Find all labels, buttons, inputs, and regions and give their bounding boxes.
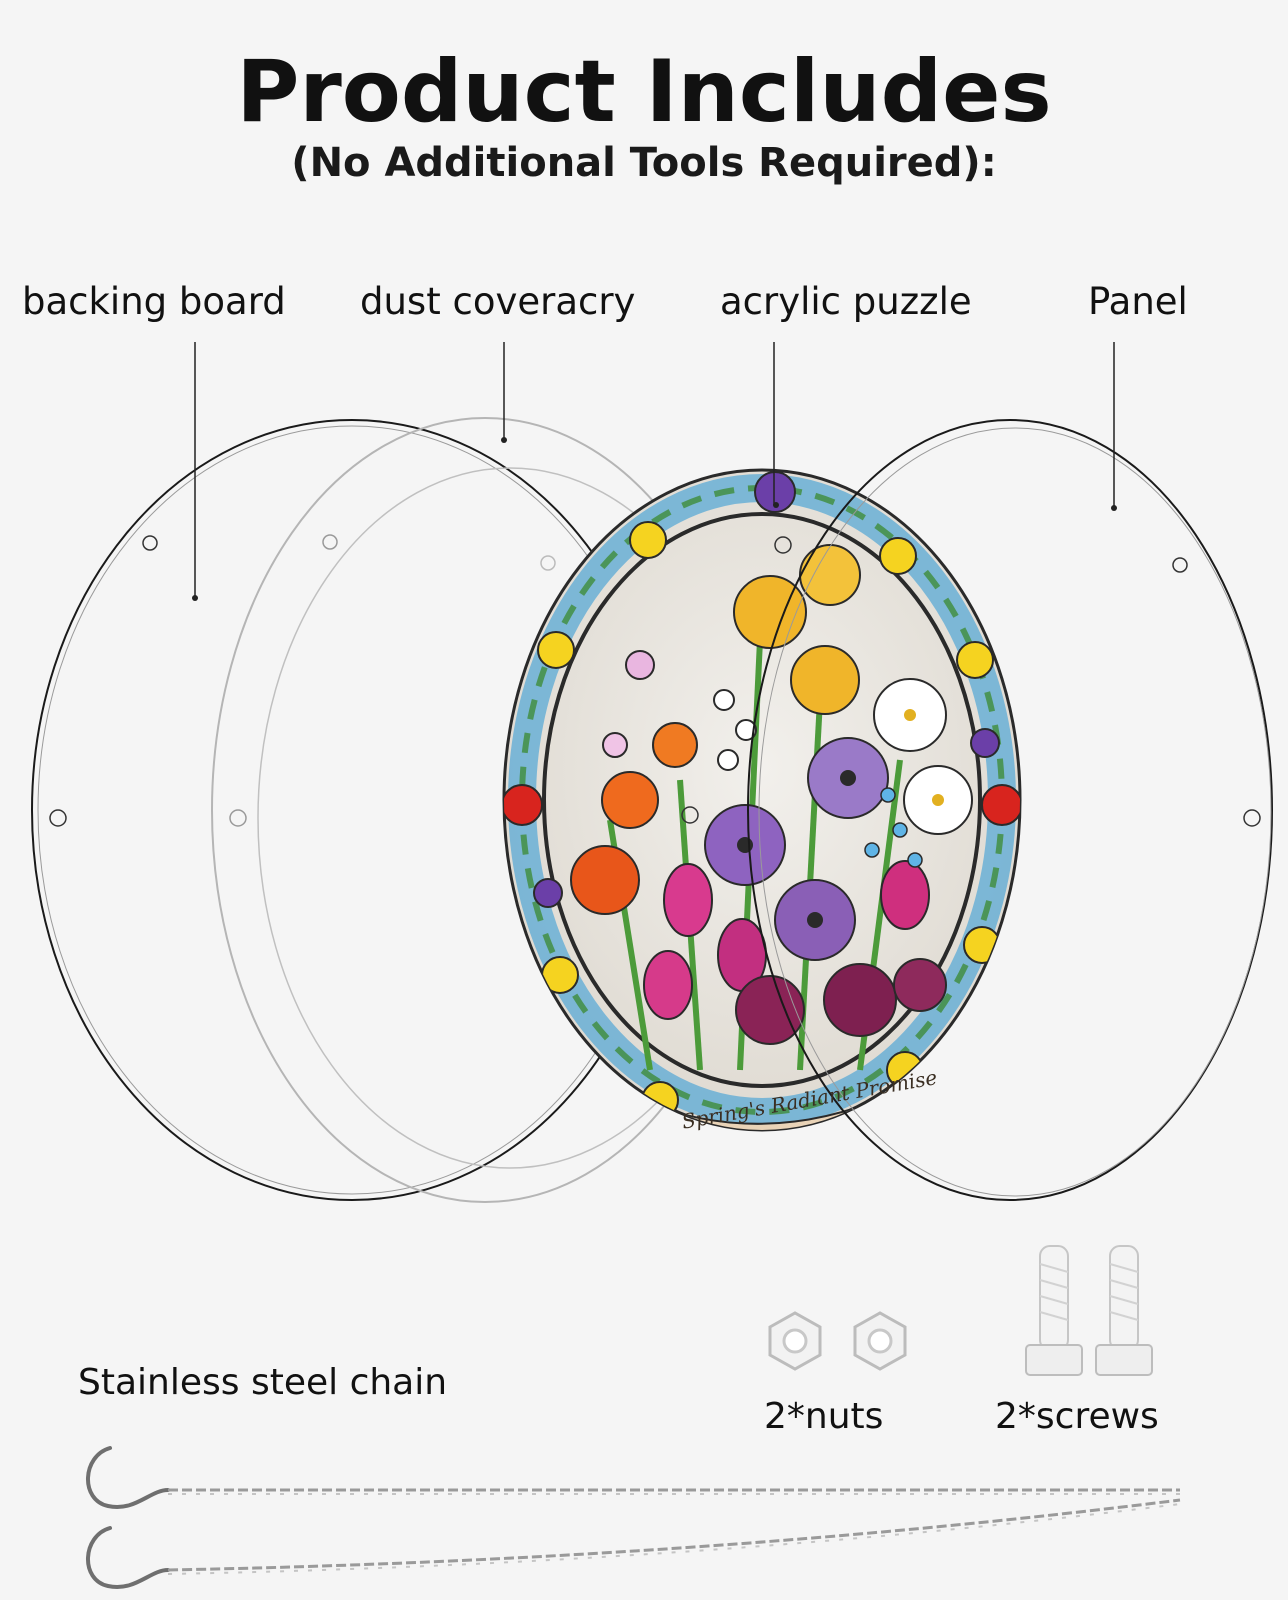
backing-board-label: backing board	[22, 280, 286, 323]
screw-icon	[1095, 1245, 1153, 1376]
chain-label: Stainless steel chain	[78, 1362, 448, 1403]
nut-icon	[768, 1311, 822, 1371]
nuts-label: 2*nuts	[764, 1396, 884, 1437]
page-subtitle: (No Additional Tools Required):	[291, 140, 997, 186]
nut-icon	[853, 1311, 907, 1371]
screws-label: 2*screws	[995, 1396, 1159, 1437]
page-title: Product Includes	[236, 42, 1052, 142]
screw-icon	[1025, 1245, 1083, 1376]
s-hook-icon	[86, 1446, 170, 1590]
chain-icon	[167, 1488, 1181, 1575]
acrylic-puzzle-label: acrylic puzzle	[720, 280, 972, 323]
acrylic-puzzle-disc	[502, 468, 1022, 1132]
front-panel	[747, 419, 1273, 1201]
dust-cover-label: dust coveracry	[360, 280, 636, 323]
panel-label: Panel	[1088, 280, 1188, 323]
leader-lines	[194, 342, 1115, 598]
